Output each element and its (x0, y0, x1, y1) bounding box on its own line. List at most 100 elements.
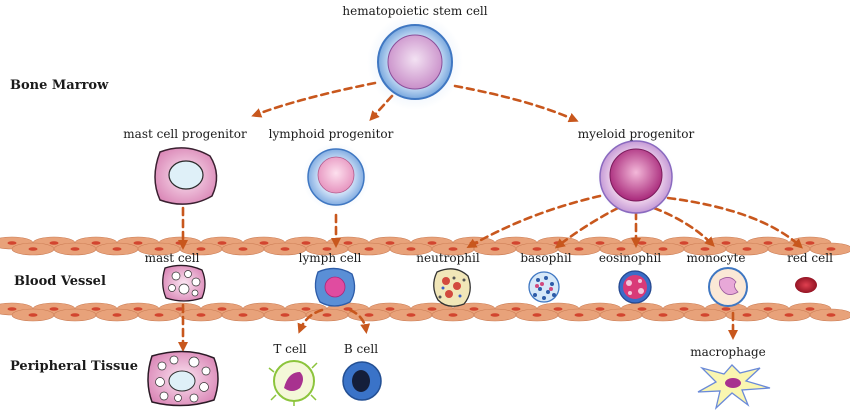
label-t-cell: T cell (273, 342, 306, 356)
neutrophil-icon (433, 268, 471, 307)
lymphoid-cell-icon (302, 143, 370, 211)
endothelial-nucleus (238, 313, 248, 317)
arrow-hsc-to-mast-progenitor (251, 81, 377, 118)
b-cell-icon (342, 361, 382, 401)
endothelial-nucleus (406, 247, 416, 251)
endothelial-nucleus (70, 247, 80, 251)
endothelial-nucleus (259, 307, 269, 311)
endothelial-nucleus (532, 247, 542, 251)
endothelial-nucleus (28, 313, 38, 317)
myeloid-cell-icon (596, 137, 676, 217)
endothelial-nucleus (406, 313, 416, 317)
mast-cell-icon (154, 147, 218, 205)
endothelial-nucleus (322, 247, 332, 251)
endothelial-nucleus (112, 247, 122, 251)
endothelial-nucleus (301, 307, 311, 311)
endothelial-nucleus (322, 313, 332, 317)
endothelial-nucleus (28, 247, 38, 251)
label-monocyte: monocyte (687, 251, 746, 265)
endothelial-nucleus (7, 241, 17, 245)
endothelial-nucleus (154, 313, 164, 317)
endothelial-nucleus (280, 313, 290, 317)
label-red-cell: red cell (787, 251, 833, 265)
label-mast-cell: mast cell (145, 251, 200, 265)
endothelial-nucleus (196, 247, 206, 251)
endothelial-nucleus (532, 313, 542, 317)
endothelial-nucleus (763, 307, 773, 311)
endothelial-nucleus (217, 241, 227, 245)
arrow-lymph-cell-to-t-cell (297, 308, 324, 334)
endothelial-nucleus (574, 313, 584, 317)
endothelial-nucleus (784, 313, 794, 317)
label-lymph-cell: lymph cell (299, 251, 362, 265)
endothelial-nucleus (490, 247, 500, 251)
arrow-myeloid-to-monocyte (652, 206, 715, 247)
endothelial-nucleus (805, 307, 815, 311)
region-label-bone-marrow: Bone Marrow (10, 78, 109, 93)
label-mast-cell-progenitor: mast cell progenitor (123, 127, 247, 141)
monocyte-icon (708, 267, 748, 307)
label-lymphoid-progenitor: lymphoid progenitor (269, 127, 394, 141)
endothelial-nucleus (364, 313, 374, 317)
endothelial-nucleus (385, 241, 395, 245)
t-cell-icon (268, 360, 318, 406)
endothelial-nucleus (490, 313, 500, 317)
endothelial-nucleus (637, 307, 647, 311)
endothelial-nucleus (679, 241, 689, 245)
endothelial-nucleus (826, 313, 836, 317)
endothelial-nucleus (595, 307, 605, 311)
endothelial-nucleus (427, 241, 437, 245)
mast-cell-blood-icon (162, 264, 206, 302)
endothelial-nucleus (91, 307, 101, 311)
endothelial-nucleus (133, 307, 143, 311)
label-macrophage: macrophage (690, 345, 766, 359)
label-neutrophil: neutrophil (416, 251, 480, 265)
endothelial-nucleus (469, 307, 479, 311)
lineage-arrows (178, 81, 803, 352)
endothelial-nucleus (49, 307, 59, 311)
label-hematopoietic-stem-cell: hematopoietic stem cell (342, 4, 487, 18)
endothelial-nucleus (658, 313, 668, 317)
macrophage-icon (697, 364, 771, 410)
arrow-myeloid-to-basophil (554, 206, 620, 249)
label-myeloid-progenitor: myeloid progenitor (578, 127, 695, 141)
endothelial-nucleus (112, 313, 122, 317)
endothelial-nucleus (574, 247, 584, 251)
region-label-blood-vessel: Blood Vessel (14, 274, 106, 289)
eosinophil-icon (618, 270, 652, 304)
endothelial-nucleus (196, 313, 206, 317)
vessel-wall-bottom (0, 302, 850, 322)
endothelial-nucleus (259, 241, 269, 245)
red-cell-icon (795, 277, 817, 293)
endothelial-nucleus (616, 313, 626, 317)
endothelial-nucleus (616, 247, 626, 251)
endothelial-nucleus (553, 307, 563, 311)
endothelial-nucleus (511, 307, 521, 311)
stem-cell-icon (367, 14, 463, 110)
endothelial-nucleus (301, 241, 311, 245)
endothelial-nucleus (763, 241, 773, 245)
endothelial-nucleus (448, 247, 458, 251)
endothelial-nucleus (133, 241, 143, 245)
label-eosinophil: eosinophil (599, 251, 662, 265)
mast-cell-tissue-icon (147, 350, 219, 407)
endothelial-nucleus (427, 307, 437, 311)
arrow-hsc-to-myeloid (453, 84, 579, 123)
endothelial-nucleus (679, 307, 689, 311)
endothelial-nucleus (154, 247, 164, 251)
endothelial-nucleus (637, 241, 647, 245)
endothelial-nucleus (91, 241, 101, 245)
endothelial-nucleus (658, 247, 668, 251)
endothelial-nucleus (511, 241, 521, 245)
endothelial-nucleus (700, 247, 710, 251)
endothelial-nucleus (238, 247, 248, 251)
endothelial-nucleus (784, 247, 794, 251)
endothelial-nucleus (7, 307, 17, 311)
basophil-icon (528, 271, 560, 303)
endothelial-nucleus (700, 313, 710, 317)
endothelial-nucleus (595, 241, 605, 245)
endothelial-nucleus (217, 307, 227, 311)
endothelial-nucleus (364, 247, 374, 251)
endothelial-nucleus (70, 313, 80, 317)
